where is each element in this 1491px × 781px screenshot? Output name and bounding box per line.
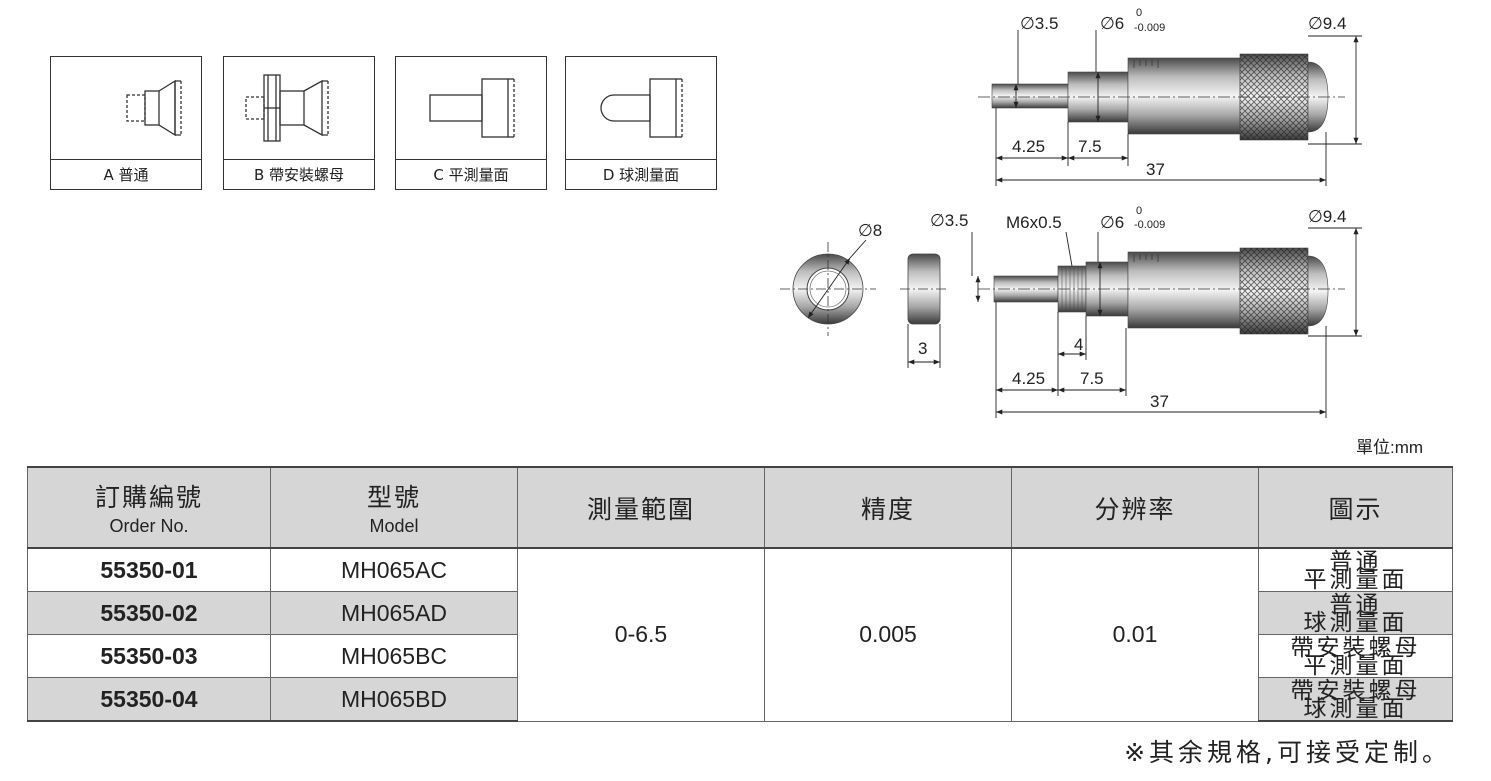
dim-top-spindle: ∅3.5 [1020, 14, 1058, 33]
table-row: 55350-01 MH065AC 0-6.5 0.005 0.01 普通平測量面 [27, 547, 1453, 722]
thumbnail-b-caption: B 帶安裝螺母 [224, 159, 374, 191]
thumbnail-a-drawing [126, 79, 182, 137]
header-figure: 圖示 [1258, 466, 1453, 549]
thumbnail-c-drawing [429, 78, 515, 138]
unit-label: 單位:mm [1356, 438, 1424, 457]
thumbnail-a-caption: A 普通 [51, 159, 201, 191]
dimension-labels-top: ∅3.5 ∅6 0 -0.009 ∅9.4 4.25 7.5 37 [1012, 7, 1346, 179]
thumbnail-d-caption: D 球測量面 [566, 159, 716, 191]
order-no-cell: 55350-04 [27, 677, 271, 722]
dim-bottom-sleeve: ∅6 [1100, 213, 1124, 232]
figure-cell: 普通球測量面 [1258, 591, 1453, 635]
figure-cell: 普通平測量面 [1258, 547, 1453, 592]
accuracy-cell: 0.005 [764, 547, 1012, 722]
dimensions-top [995, 30, 1362, 186]
nut-front-view [780, 239, 876, 336]
thumbnail-c: C 平測量面 [395, 56, 547, 190]
order-no-cell: 55350-02 [27, 591, 271, 635]
figure-cell: 帶安裝螺母平測量面 [1258, 634, 1453, 678]
model-cell: MH065BC [270, 634, 518, 678]
thumbnail-b-drawing [245, 74, 329, 142]
order-no-cell: 55350-03 [27, 634, 271, 678]
header-resolution: 分辨率 [1011, 466, 1259, 549]
dim-bottom-thread: M6x0.5 [1006, 213, 1062, 232]
thumbnail-d-drawing [600, 78, 683, 138]
thumbnail-a: A 普通 [50, 56, 202, 190]
dim-bottom-nut-outer: ∅8 [858, 221, 882, 240]
micrometer-head-top [978, 53, 1345, 141]
dim-top-len-a: 4.25 [1012, 137, 1045, 156]
table-row: 55350-02 MH065AD 普通球測量面 [27, 591, 1453, 635]
header-range: 測量範圍 [517, 466, 765, 549]
technical-drawings: ∅3.5 ∅6 0 -0.009 ∅9.4 4.25 7.5 37 [780, 7, 1362, 418]
range-cell: 0-6.5 [517, 547, 765, 722]
model-cell: MH065AD [270, 591, 518, 635]
customization-note: ※其余規格,可接受定制。 [1124, 738, 1451, 767]
dim-top-len-total: 37 [1146, 160, 1165, 179]
dim-bottom-nut-width: 3 [918, 339, 927, 358]
model-cell: MH065AC [270, 547, 518, 592]
dim-top-sleeve: ∅6 [1100, 14, 1124, 33]
dim-bottom-tol-upper: 0 [1136, 205, 1142, 217]
dim-top-tol-lower: -0.009 [1134, 22, 1165, 34]
dim-bottom-thimble: ∅9.4 [1308, 207, 1346, 226]
micrometer-head-bottom [978, 247, 1345, 335]
dim-bottom-spindle: ∅3.5 [930, 211, 968, 230]
dim-bottom-thread-len: 4 [1074, 335, 1083, 354]
dim-bottom-tol-lower: -0.009 [1134, 219, 1165, 231]
dimensions-bottom [971, 227, 1362, 418]
order-no-cell: 55350-01 [27, 547, 271, 592]
dimension-labels-bottom: ∅8 ∅3.5 M6x0.5 ∅6 0 -0.009 ∅9.4 3 4 4.25… [858, 205, 1346, 411]
thumbnail-d: D 球測量面 [565, 56, 717, 190]
header-accuracy: 精度 [764, 466, 1012, 549]
thumbnail-b: B 帶安裝螺母 [223, 56, 375, 190]
table-row: 55350-04 MH065BD 帶安裝螺母球測量面 [27, 677, 1453, 722]
figure-cell: 帶安裝螺母球測量面 [1258, 677, 1453, 722]
dim-bottom-len-b: 7.5 [1080, 369, 1104, 388]
model-cell: MH065BD [270, 677, 518, 722]
dim-bottom-len-total: 37 [1150, 392, 1169, 411]
nut-side-view [900, 253, 948, 368]
dim-top-tol-upper: 0 [1136, 7, 1142, 19]
thumbnail-c-caption: C 平測量面 [396, 159, 546, 191]
dim-bottom-len-a: 4.25 [1012, 369, 1045, 388]
dim-top-len-b: 7.5 [1078, 137, 1102, 156]
table-row: 55350-03 MH065BC 帶安裝螺母平測量面 [27, 634, 1453, 678]
dim-top-thimble: ∅9.4 [1308, 14, 1346, 33]
resolution-cell: 0.01 [1011, 547, 1259, 722]
